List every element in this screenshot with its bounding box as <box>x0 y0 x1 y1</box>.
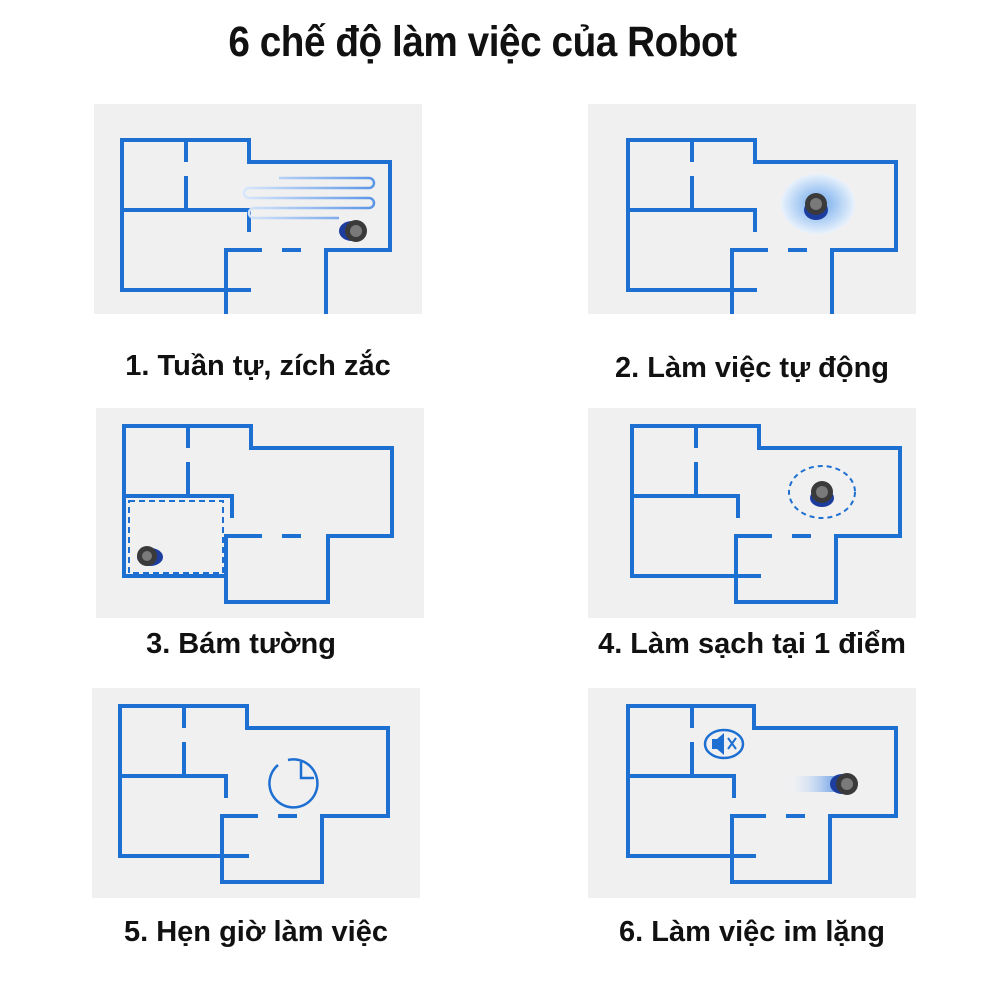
mode-6-label: 6. Làm việc im lặng <box>619 916 885 948</box>
panel-timer <box>92 688 420 898</box>
robot-icon <box>137 546 163 566</box>
motion-trail <box>784 776 842 792</box>
floor-plan <box>122 424 394 604</box>
mute-icon <box>703 728 745 760</box>
mode-5-label: 5. Hẹn giờ làm việc <box>123 916 388 948</box>
floor-plan <box>118 704 390 884</box>
page-title: 6 chế độ làm việc của Robot <box>228 18 737 66</box>
robot-icon <box>830 773 858 795</box>
robot-icon <box>804 193 828 220</box>
zigzag-path-icon <box>242 176 376 220</box>
spot-clean-icon <box>788 465 856 519</box>
mode-4-label: 4. Làm sạch tại 1 điểm <box>598 628 906 660</box>
floor-plan <box>630 424 902 604</box>
floor-plan <box>626 138 898 314</box>
panel-spot <box>588 408 916 618</box>
robot-icon <box>810 481 834 507</box>
floor-plan <box>626 704 898 884</box>
clock-icon <box>268 758 319 809</box>
mode-3-label: 3. Bám tường <box>146 628 336 660</box>
panel-wall <box>96 408 424 618</box>
mode-1-label: 1. Tuần tự, zích zắc <box>125 350 391 382</box>
panel-zigzag <box>94 104 422 314</box>
mode-2-label: 2. Làm việc tự động <box>615 352 889 384</box>
panel-silent <box>588 688 916 898</box>
wall-follow-icon <box>128 500 224 574</box>
panel-auto <box>588 104 916 314</box>
robot-icon <box>339 220 367 242</box>
